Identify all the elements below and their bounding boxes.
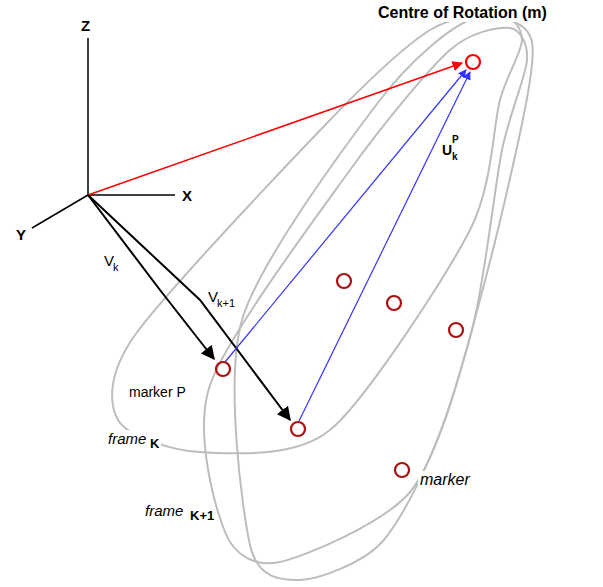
z-axis — [87, 38, 89, 195]
frame-label: K+1 — [188, 508, 216, 523]
subscript: k — [452, 152, 458, 162]
frame-outlines — [112, 14, 533, 580]
frame-label: frame — [106, 430, 148, 447]
frame-label: K — [148, 436, 161, 451]
vk-vector — [88, 195, 214, 359]
centre-vector — [88, 63, 462, 195]
marker-label: marker — [418, 471, 472, 489]
marker-dot — [291, 422, 305, 436]
x-axis — [88, 194, 175, 196]
frame-outline — [235, 17, 533, 580]
vk1-vector — [88, 195, 290, 420]
marker-label: marker P — [127, 384, 188, 400]
centre-marker — [466, 55, 480, 69]
marker-dot — [395, 463, 409, 477]
marker-dot — [216, 362, 230, 376]
u-vector — [299, 72, 470, 421]
subscript: k+1 — [217, 298, 235, 309]
u-vector — [225, 70, 466, 362]
axes — [32, 38, 175, 228]
axis-label: Z — [79, 17, 92, 34]
subscript: k — [113, 262, 119, 273]
axis-label: X — [180, 187, 194, 204]
axis-label: Y — [14, 226, 28, 243]
superscript: P — [452, 135, 459, 145]
title-label: Centre of Rotation (m) — [376, 4, 549, 22]
marker-dot — [337, 274, 351, 288]
marker-dot — [387, 296, 401, 310]
y-axis — [32, 195, 88, 228]
frame-outline — [112, 14, 522, 454]
frame-label: frame — [143, 502, 185, 519]
marker-dot — [449, 323, 463, 337]
markers — [216, 55, 480, 477]
